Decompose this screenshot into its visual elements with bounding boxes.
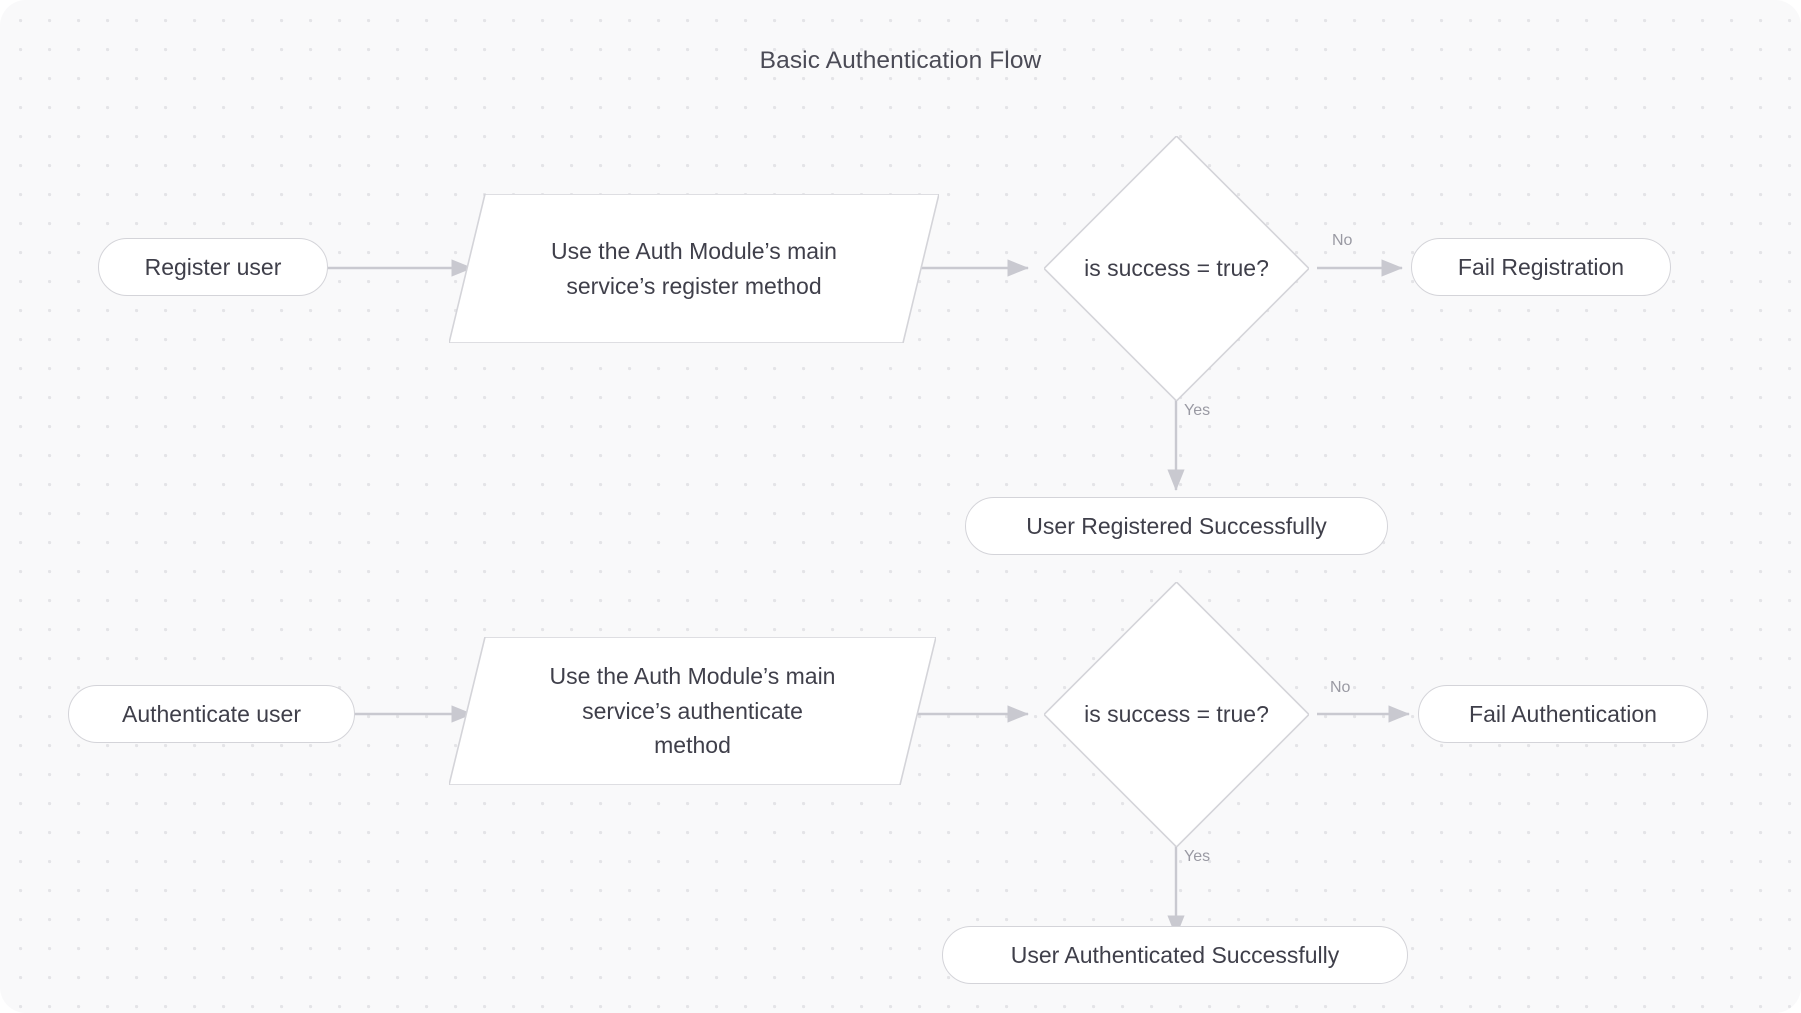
node-authenticate-success-label: User Authenticated Successfully	[1010, 941, 1340, 968]
node-authenticate-user[interactable]: Authenticate user	[68, 685, 355, 743]
node-register-user-label: Register user	[144, 253, 282, 280]
node-register-success-label: User Registered Successfully	[1026, 512, 1327, 539]
edge-label-register-no: No	[1332, 232, 1353, 249]
node-authenticate-process-label: Use the Auth Module’s main service’s aut…	[549, 662, 836, 759]
node-register-user[interactable]: Register user	[98, 238, 328, 296]
node-register-decision[interactable]: is success = true?	[1044, 136, 1309, 401]
node-fail-registration[interactable]: Fail Registration	[1411, 238, 1671, 296]
node-authenticate-user-label: Authenticate user	[121, 700, 301, 727]
node-fail-registration-label: Fail Registration	[1457, 253, 1625, 280]
diamond-shape	[1044, 582, 1309, 847]
node-register-process[interactable]: Use the Auth Module’s main service’s reg…	[449, 194, 939, 343]
parallelogram-shape	[449, 637, 936, 785]
node-authenticate-process[interactable]: Use the Auth Module’s main service’s aut…	[449, 637, 936, 785]
edge-label-authenticate-no: No	[1330, 679, 1351, 696]
parallelogram-shape	[449, 194, 939, 343]
edge-label-authenticate-yes: Yes	[1184, 848, 1211, 865]
node-register-success[interactable]: User Registered Successfully	[965, 497, 1388, 555]
node-fail-authentication[interactable]: Fail Authentication	[1418, 685, 1708, 743]
node-authenticate-success[interactable]: User Authenticated Successfully	[942, 926, 1408, 984]
node-register-decision-label: is success = true?	[1084, 255, 1269, 282]
edge-label-register-yes: Yes	[1184, 402, 1211, 419]
node-fail-authentication-label: Fail Authentication	[1469, 700, 1657, 727]
node-authenticate-decision[interactable]: is success = true?	[1044, 582, 1309, 847]
node-authenticate-decision-label: is success = true?	[1084, 701, 1269, 728]
diamond-shape	[1044, 136, 1309, 401]
page-title: Basic Authentication Flow	[759, 47, 1042, 74]
node-register-process-label: Use the Auth Module’s main service’s reg…	[551, 237, 837, 299]
